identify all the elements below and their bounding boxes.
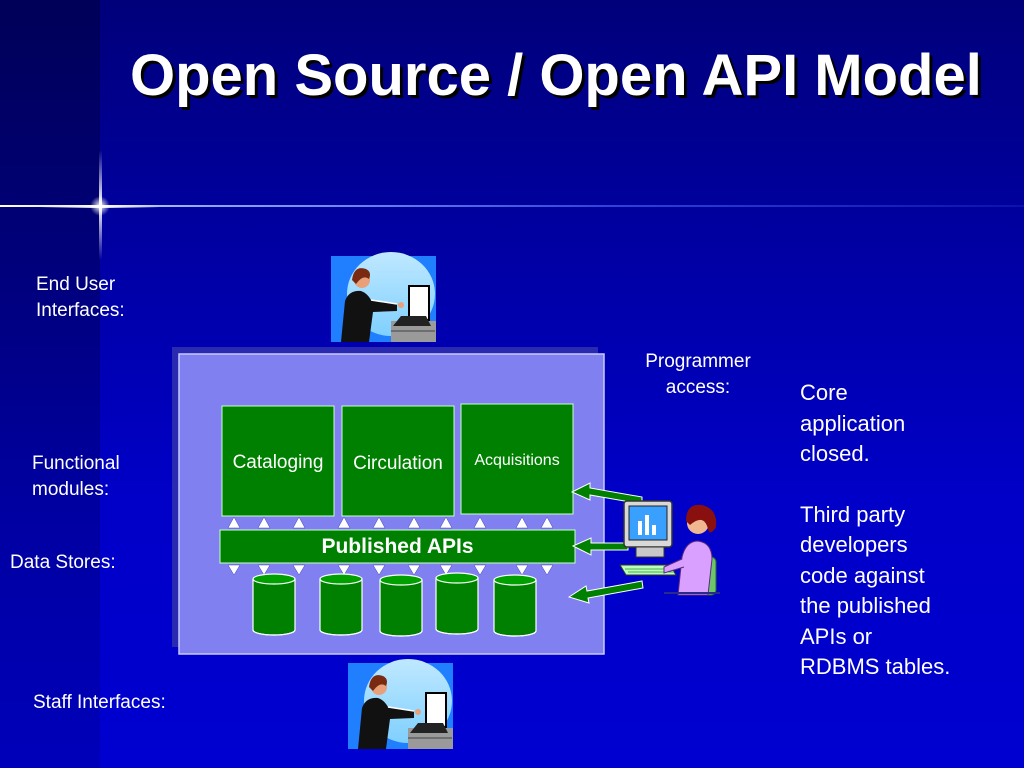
user-at-computer-icon [331, 252, 436, 342]
note-tp-line-4: the published [800, 593, 931, 618]
database-cylinder-icon [435, 572, 479, 635]
functional-modules-label: Functional modules: [32, 451, 120, 503]
database-cylinder-icon [379, 574, 423, 637]
end-user-label-line-2: Interfaces: [36, 300, 125, 321]
staff-at-computer-icon [348, 659, 453, 749]
note-tp-line-5: APIs or [800, 623, 873, 649]
module-box-cataloging [221, 405, 335, 517]
note-tp-line-1: Third party [800, 501, 906, 527]
note-core: Core application closed. [800, 378, 1010, 470]
notes-text: Core application closed. Third party dev… [800, 378, 1010, 683]
module-box-circulation [341, 405, 455, 517]
database-cylinder-icon [493, 574, 537, 637]
programmer-label-line-2: access: [665, 377, 731, 398]
module-box-acquisitions [460, 403, 574, 515]
down-arrows [227, 564, 554, 576]
end-user-label-line-1: End User [36, 274, 116, 295]
note-core-line-2: application [800, 410, 906, 436]
up-arrows [227, 516, 554, 529]
end-user-label: End User Interfaces: [36, 272, 125, 324]
functional-label-line-1: Functional [32, 453, 120, 474]
database-cylinder-icon [319, 573, 363, 636]
module-label-circulation: Circulation [353, 453, 443, 474]
note-tp-line-6: RDBMS tables. [800, 654, 951, 679]
note-third-party: Third party developers code against the … [800, 500, 1010, 683]
programmer-at-computer-icon [619, 500, 720, 596]
database-cylinder-icon [252, 573, 296, 636]
module-label-cataloging: Cataloging [232, 452, 324, 473]
module-label-acquisitions: Acquisitions [474, 452, 560, 469]
data-stores-label: Data Stores: [10, 552, 116, 573]
published-api-bar [219, 529, 576, 564]
slide-title: Open Source / Open API Model [130, 43, 982, 108]
note-core-line-1: Core [800, 380, 848, 405]
note-tp-line-2: developers [800, 532, 908, 557]
functional-label-line-2: modules: [32, 479, 110, 500]
sparkle-icon [90, 196, 110, 216]
programmer-access-label: Programmer access: [632, 349, 764, 401]
staff-interfaces-label: Staff Interfaces: [33, 692, 166, 713]
title-rule [0, 205, 1024, 207]
programmer-label-line-1: Programmer [645, 351, 751, 372]
left-band [0, 0, 100, 768]
published-api-label: Published APIs [321, 535, 474, 558]
note-tp-line-3: code against [800, 562, 925, 588]
note-core-line-3: closed. [800, 441, 870, 466]
